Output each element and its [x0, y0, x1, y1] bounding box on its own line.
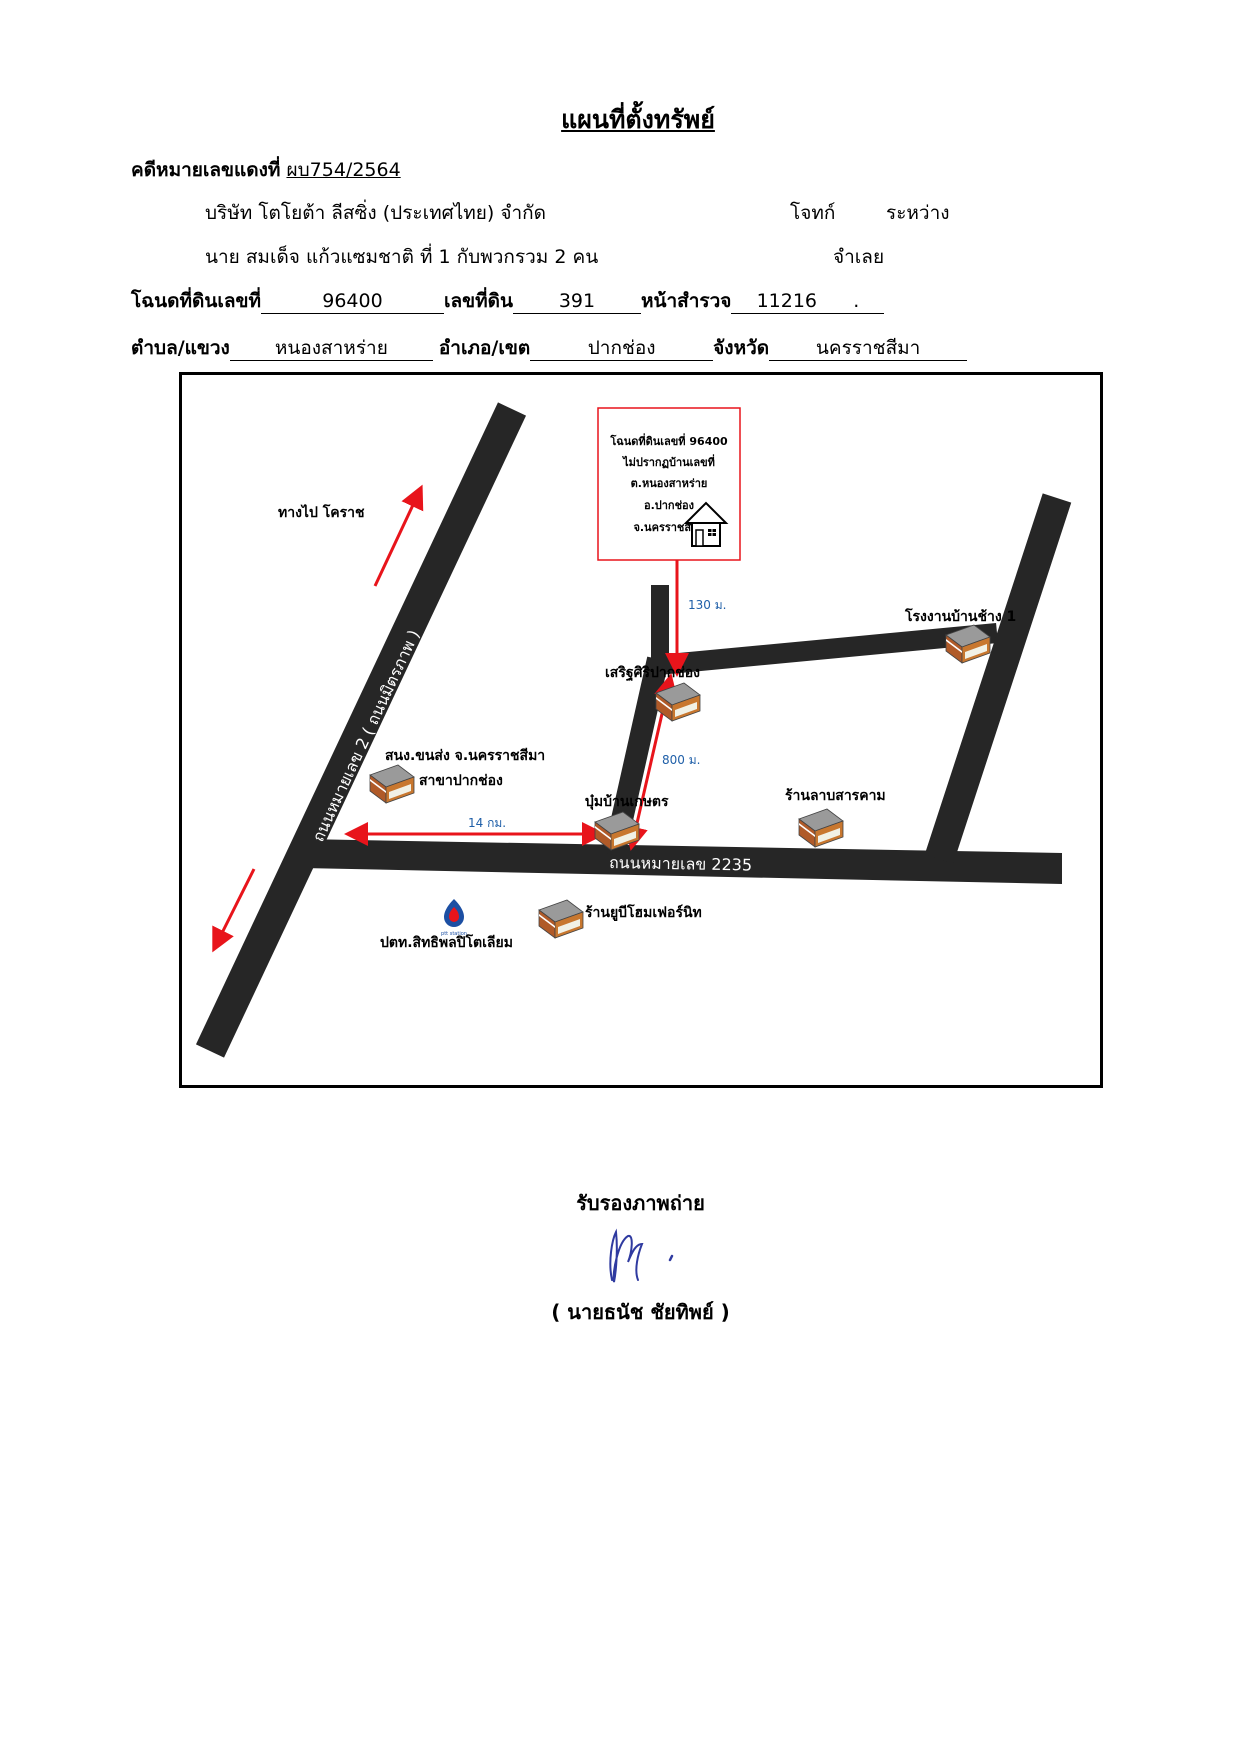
deed-label: โฉนดที่ดินเลขที่: [131, 290, 261, 312]
defendant-name: นาย สมเด็จ แก้วแซมชาติ ที่ 1 กับพวกรวม 2…: [205, 246, 599, 268]
district-value: ปากช่อง: [530, 337, 714, 361]
road-2235: [302, 839, 1062, 884]
location-map: ถนนหมายเลข 2 ( ถนนมิตรภาพ ) ถนนหมายเลข 2…: [179, 372, 1103, 1088]
ptt-logo-text: ptt station: [441, 931, 467, 937]
land-number-label: เลขที่ดิน: [443, 290, 513, 312]
shop-icon-ubi: [538, 899, 584, 939]
distance-14km: 14 กม.: [468, 816, 506, 830]
roads: [195, 402, 1072, 1058]
deed-info-box: โฉนดที่ดินเลขที่ 96400 ไม่ปรากฏบ้านเลขที…: [597, 407, 741, 561]
label-transport-2: สาขาปากช่อง: [419, 773, 503, 789]
label-ubi: ร้านยูบีโฮมเฟอร์นิท: [585, 903, 702, 921]
signature-image: [609, 1228, 674, 1283]
deed-number: 96400: [260, 290, 444, 314]
info-line-1: โฉนดที่ดินเลขที่ 96400: [609, 433, 728, 448]
road-highway-2: [195, 402, 527, 1058]
province-label: จังหวัด: [713, 337, 770, 359]
label-transport-1: สนง.ขนส่ง จ.นครราชสีมา: [385, 748, 545, 764]
label-bum: บุ๋มบ้านเกษตร: [585, 794, 669, 810]
label-serithi: เสริฐศิริปากช่อง: [605, 665, 700, 682]
arrow-southwest: [212, 868, 256, 953]
road-branch-east: [657, 623, 998, 675]
defendant-role: จำเลย: [833, 246, 885, 268]
subdistrict-value: หนองสาหร่าย: [229, 337, 433, 361]
survey-end-mark: .: [853, 290, 860, 312]
plaintiff-name: บริษัท โตโยต้า ลีสซิ่ง (ประเทศไทย) จำกัด: [205, 202, 547, 224]
info-line-4: อ.ปากช่อง: [644, 499, 694, 512]
shop-icon-larb: [798, 808, 844, 848]
case-label: คดีหมายเลขแดงที่: [131, 159, 281, 181]
district-label: อำเภอ/เขต: [438, 337, 531, 359]
house-icon: [683, 501, 729, 547]
label-to-korat: ทางไป โคราช: [278, 503, 365, 521]
survey-number: 11216 .: [731, 290, 885, 314]
location-line: ตำบล/แขวงหนองสาหร่าย อำเภอ/เขตปากช่องจัง…: [131, 333, 968, 363]
case-line: คดีหมายเลขแดงที่ ผบ754/2564: [131, 155, 401, 185]
road-highway-2-label: ถนนหมายเลข 2 ( ถนนมิตรภาพ ): [308, 627, 423, 845]
page-title: แผนที่ตั้งทรัพย์: [561, 105, 715, 134]
info-line-2: ไม่ปรากฏบ้านเลขที่: [621, 454, 715, 469]
info-line-3: ต.หนองสาหร่าย: [631, 477, 708, 490]
between-word: ระหว่าง: [886, 202, 950, 224]
survey-value: 11216: [756, 290, 818, 312]
province-value: นครราชสีมา: [769, 337, 968, 361]
map-canvas: ถนนหมายเลข 2 ( ถนนมิตรภาพ ) ถนนหมายเลข 2…: [195, 402, 1072, 1058]
road-east: [924, 493, 1072, 864]
info-line-5: จ.นครราชสีมา: [633, 521, 704, 534]
road-2235-label: ถนนหมายเลข 2235: [609, 853, 752, 874]
label-larb: ร้านลาบสารคาม: [785, 788, 886, 804]
plaintiff-role: โจทก์: [790, 202, 836, 224]
ptt-logo-icon: ptt station: [441, 899, 467, 937]
distance-130m: 130 ม.: [688, 598, 726, 612]
label-factory: โรงงานบ้านช้าง 1: [904, 607, 1016, 625]
shop-icon-transport: [369, 764, 415, 804]
survey-label: หน้าสำรวจ: [640, 290, 732, 312]
subdistrict-label: ตำบล/แขวง: [131, 337, 230, 359]
arrow-to-korat: [373, 484, 424, 587]
label-ptt: ปตท.สิทธิพลปิโตเลียม: [380, 933, 513, 951]
land-number: 391: [512, 290, 641, 314]
certify-label: รับรองภาพถ่าย: [576, 1191, 705, 1215]
case-number: ผบ754/2564: [286, 159, 401, 181]
distance-800m: 800 ม.: [662, 753, 700, 767]
certifier-name: ( นายธนัช ชัยทิพย์ ): [551, 1300, 730, 1324]
